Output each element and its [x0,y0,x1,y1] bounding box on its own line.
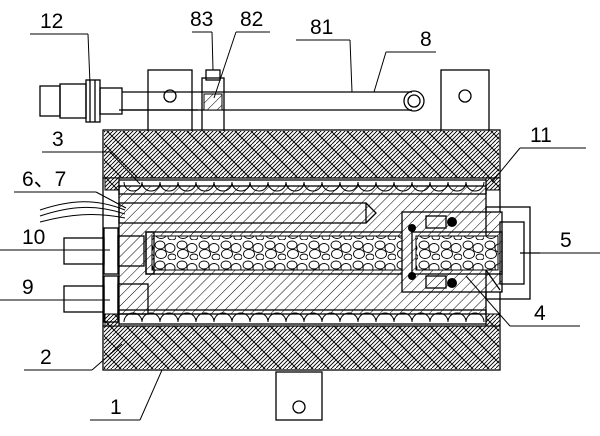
label-1: 1 [110,396,122,419]
label-81: 81 [310,16,333,39]
top-left-bracket [147,69,193,133]
label-4: 4 [534,302,546,325]
label-2: 2 [40,346,52,369]
label-9: 9 [22,276,34,299]
upper-seal-ring [447,217,457,227]
label-6-7: 6、7 [22,168,66,191]
label-8: 8 [420,28,432,51]
pipe-inlet-connector [39,79,123,123]
sensor-wires [39,201,126,223]
bottom-mounting-bracket [275,371,323,421]
bottom-insulation-layer [104,326,499,369]
connector-10 [63,227,145,275]
top-right-bracket [440,69,490,133]
leader-lines [0,31,600,421]
connector-9 [63,275,149,323]
label-10: 10 [22,226,45,249]
label-5: 5 [560,229,572,252]
top-insulation-layer [104,131,499,178]
label-12: 12 [40,10,63,33]
outer-housing [102,129,501,371]
label-83: 83 [190,8,213,31]
label-3: 3 [52,128,64,151]
right-end-fitting [401,206,540,300]
top-pipe [119,90,425,112]
lower-seal-ring [447,278,457,288]
label-82: 82 [240,8,263,31]
label-11: 11 [530,124,552,147]
